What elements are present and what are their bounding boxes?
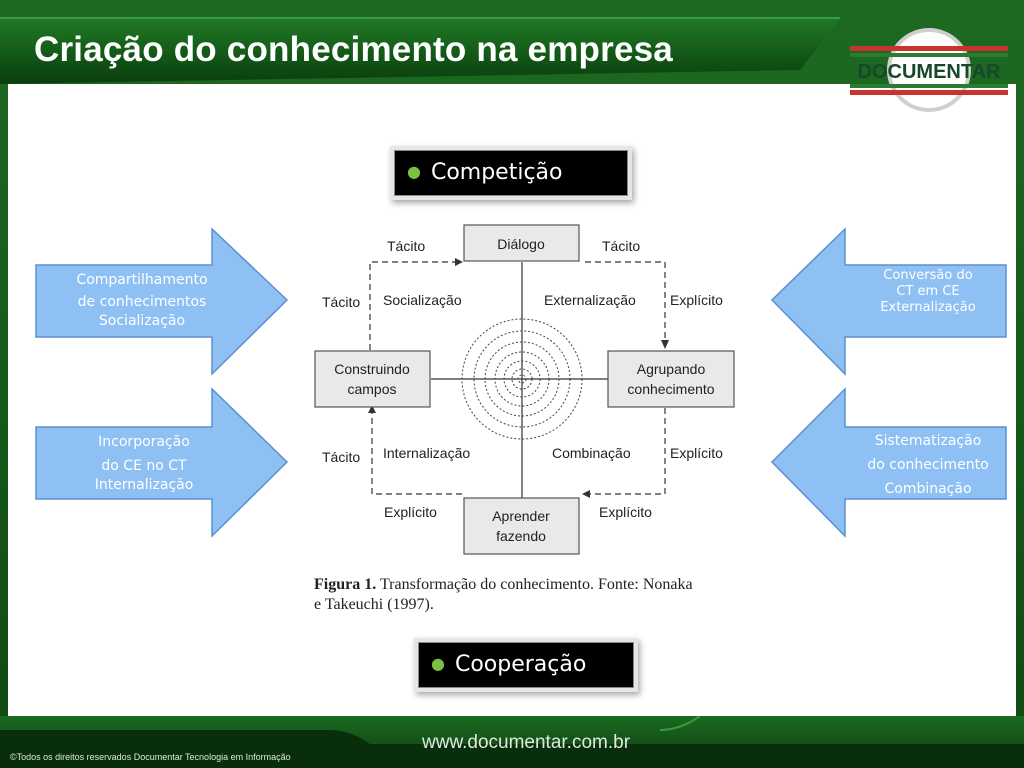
arrow-text-line: Socialização <box>98 313 186 329</box>
quadrant-internalizacao: Internalização <box>383 445 470 461</box>
box-left-line2: campos <box>347 381 396 397</box>
footer-copyright: ©Todos os direitos reservados Documentar… <box>10 752 291 762</box>
arrow-left-top <box>35 227 289 376</box>
arrow-right-bottom <box>770 387 1007 538</box>
arrow-text-line: Externalização <box>880 300 976 315</box>
knowledge-spiral-diagram: Diálogo Construindo campos Agrupando con… <box>314 224 735 555</box>
spiral-icon <box>461 318 583 440</box>
arrow-right-top <box>770 227 1007 376</box>
edge-label: Explícito <box>599 504 652 520</box>
edge-label: Tácito <box>322 294 360 310</box>
edge-label: Tácito <box>387 238 425 254</box>
logo-text: DOCUMENTAR <box>858 61 1002 83</box>
edge-label: Explícito <box>670 292 723 308</box>
figure-caption: Figura 1. Transformação do conhecimento.… <box>314 575 693 615</box>
title-bar <box>0 17 840 84</box>
arrow-text-line: de conhecimentos <box>77 294 207 310</box>
arrow-text-line: Combinação <box>884 481 972 497</box>
box-right-line2: conhecimento <box>627 381 714 397</box>
edge-label: Tácito <box>322 449 360 465</box>
cooperation-label: ● Cooperação <box>418 642 634 688</box>
box-left-line1: Construindo <box>334 361 410 377</box>
edge-label: Explícito <box>384 504 437 520</box>
box-dialogo: Diálogo <box>497 236 545 252</box>
arrow-right-bottom-text: Sistematização do conhecimento Combinaçã… <box>848 429 1008 501</box>
arrow-text-line: CT em CE <box>896 284 960 299</box>
caption-line1: Transformação do conhecimento. Fonte: No… <box>379 576 693 593</box>
quadrant-externalizacao: Externalização <box>544 292 636 308</box>
arrow-text-line: Compartilhamento <box>76 272 208 288</box>
box-bottom-line2: fazendo <box>496 528 546 544</box>
quadrant-combinacao: Combinação <box>552 445 631 461</box>
footer-url[interactable]: www.documentar.com.br <box>422 732 631 753</box>
arrow-text-line: Incorporação <box>98 434 190 450</box>
arrow-text-line: do CE no CT <box>101 458 187 474</box>
arrow-text-line: Internalização <box>94 477 194 493</box>
box-right-line1: Agrupando <box>637 361 706 377</box>
bullet-icon: ● <box>431 654 445 673</box>
arrow-text-line: Conversão do <box>883 268 973 283</box>
arrow-left-bottom <box>35 387 289 538</box>
arrow-text-line: Sistematização <box>874 433 982 449</box>
footer-bar <box>0 716 1024 768</box>
caption-line2: e Takeuchi (1997). <box>314 596 434 613</box>
competition-label: ● Competição <box>394 150 628 196</box>
edge-label: Explícito <box>670 445 723 461</box>
documentar-logo: DOCUMENTAR <box>850 28 1008 112</box>
bullet-icon: ● <box>407 162 421 181</box>
arrow-left-bottom-text: Incorporação do CE no CT Internalização <box>48 431 240 496</box>
arrow-text-line: do conhecimento <box>867 457 989 473</box>
arrow-right-top-text: Conversão do CT em CE Externalização <box>852 268 1004 316</box>
edge-label: Tácito <box>602 238 640 254</box>
caption-bold: Figura 1. <box>314 576 377 593</box>
competition-text: Competição <box>430 160 563 185</box>
slide-title: Criação do conhecimento na empresa <box>34 30 673 69</box>
cooperation-text: Cooperação <box>454 652 587 677</box>
arrow-left-top-text: Compartilhamento de conhecimentos Social… <box>48 269 236 332</box>
box-bottom-line1: Aprender <box>492 508 550 524</box>
quadrant-socializacao: Socialização <box>383 292 462 308</box>
